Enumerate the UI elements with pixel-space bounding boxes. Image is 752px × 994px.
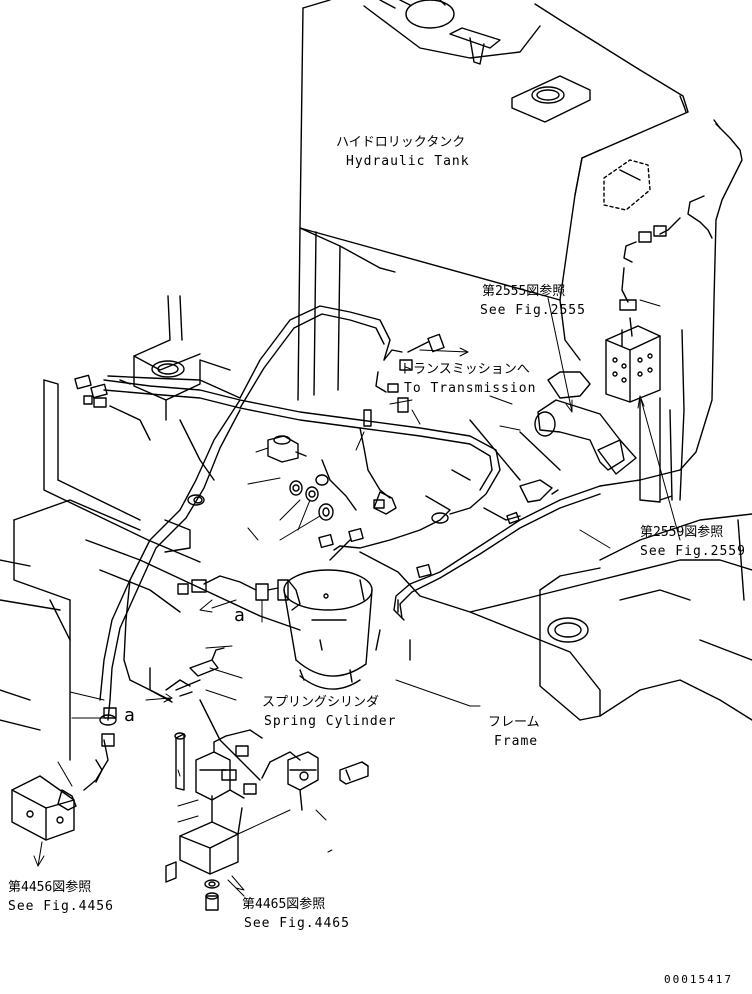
drawing-number: 00015417 [664, 973, 733, 986]
ref-4456-label-jp: 第4456図参照 [8, 880, 92, 895]
frame-right-edge [670, 96, 686, 500]
ref-4465-label-en: See Fig.4465 [244, 916, 350, 931]
frame-structure [0, 296, 752, 760]
frame-label-jp: フレーム [488, 715, 540, 730]
ref-2555-label-jp: 第2555図参照 [482, 284, 566, 299]
ref-4456-label-en: See Fig.4456 [8, 899, 114, 914]
ref-4465-label-jp: 第4465図参照 [242, 897, 326, 912]
frame-label-en: Frame [494, 734, 539, 749]
ref-2559-label-jp: 第2559図参照 [640, 525, 724, 540]
harness-connectors [75, 334, 519, 600]
solenoid-valves [166, 648, 368, 910]
spring-cylinder-label-en: Spring Cylinder [264, 714, 397, 729]
hose-elbow [520, 372, 636, 502]
ref-2559-label-en: See Fig.2559 [640, 544, 746, 559]
spring-cylinder [284, 570, 372, 689]
pressure-switch [268, 436, 333, 520]
spring-cylinder-label-jp: スプリングシリンダ [262, 695, 380, 710]
detail-a-marker-upper: a [234, 605, 246, 626]
wire-harness [84, 306, 600, 790]
tank-right-fittings [600, 120, 742, 502]
hydraulic-tank [298, 0, 688, 400]
detail-a-marker-lower: a [124, 705, 136, 726]
hydraulic-tank-label-jp: ハイドロリックタンク [336, 135, 466, 150]
ref-2555-label-en: See Fig.2555 [480, 303, 586, 318]
to-transmission-label-en: To Transmission [404, 381, 537, 396]
hydraulic-tank-label-en: Hydraulic Tank [346, 154, 470, 169]
leader-lines [34, 298, 680, 896]
to-transmission-label-jp: トランスミッションへ [400, 362, 530, 377]
